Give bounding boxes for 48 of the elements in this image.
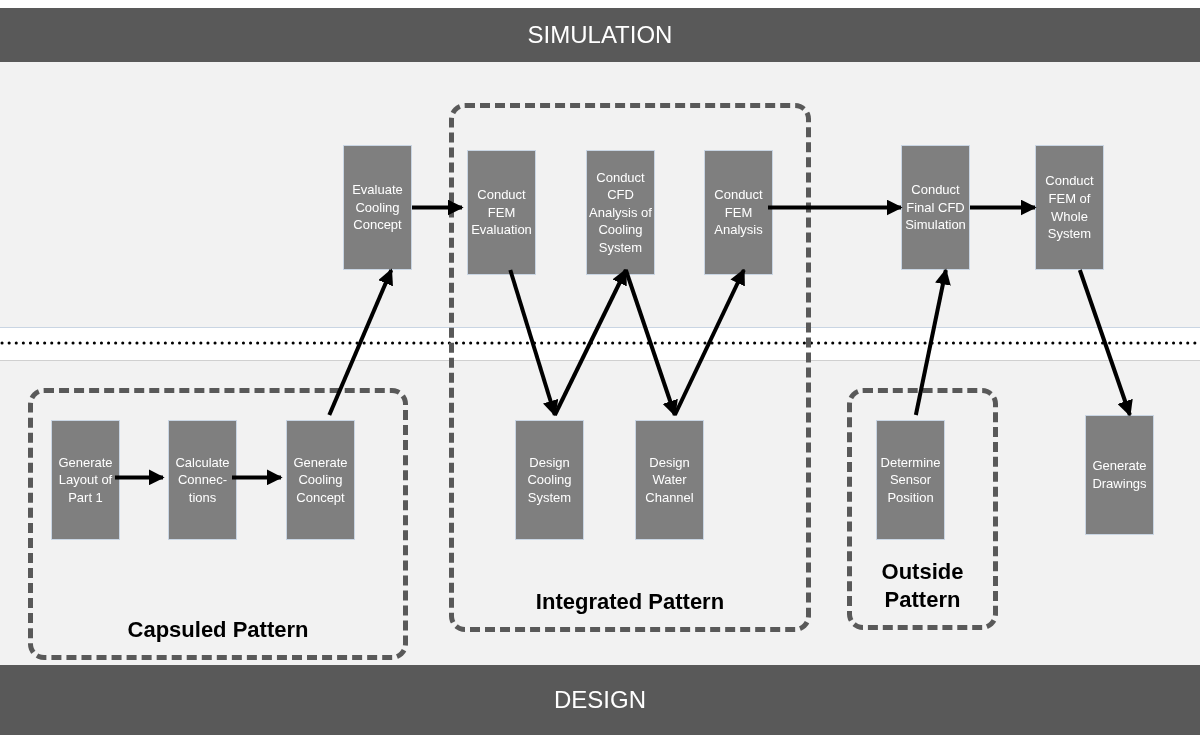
process-box	[635, 420, 704, 540]
arrow	[768, 199, 903, 216]
arrow	[327, 268, 394, 416]
process-box	[1085, 415, 1154, 535]
lane-header	[0, 8, 1200, 62]
box-label: Calculate Connec- tions	[174, 453, 231, 507]
group-label: Capsuled Pattern	[126, 615, 310, 643]
arrow	[232, 469, 283, 486]
lane-header	[0, 665, 1200, 735]
process-box	[343, 145, 412, 270]
arrow	[1077, 269, 1133, 417]
box-label: Design Cooling System	[526, 453, 573, 507]
process-box	[586, 150, 655, 275]
process-box	[467, 150, 536, 275]
arrow	[673, 268, 746, 416]
box-label: Generate Layout of Part 1	[57, 453, 114, 507]
arrow	[412, 199, 464, 216]
box-label: Conduct FEM of Whole System	[1044, 172, 1095, 243]
group-label: Outside Pattern	[880, 558, 965, 613]
box-label: Conduct Final CFD Simulation	[904, 181, 967, 234]
arrow	[508, 269, 559, 417]
box-label: Evaluate Cooling Concept	[351, 181, 404, 234]
process-box	[51, 420, 120, 540]
arrow	[913, 268, 951, 416]
arrow	[623, 269, 678, 417]
process-box	[704, 150, 773, 275]
box-label: Conduct FEM Evaluation	[470, 186, 533, 239]
process-box	[286, 420, 355, 540]
group-frame	[28, 388, 408, 660]
process-box	[168, 420, 237, 540]
arrow	[553, 268, 628, 416]
group-label: Integrated Pattern	[534, 587, 726, 615]
process-box	[1035, 145, 1104, 270]
process-box	[876, 420, 945, 540]
process-box	[901, 145, 970, 270]
lane-title: DESIGN	[554, 685, 646, 715]
arrow	[970, 199, 1037, 216]
group-frame	[847, 388, 998, 630]
lane-title: SIMULATION	[527, 20, 673, 50]
box-label: Conduct CFD Analysis of Cooling System	[588, 168, 653, 257]
box-label: Design Water Channel	[644, 453, 695, 507]
process-box	[515, 420, 584, 540]
box-label: Conduct FEM Analysis	[713, 186, 764, 239]
box-label: Determine Sensor Position	[879, 453, 942, 507]
group-frame	[449, 103, 811, 632]
box-label: Generate Cooling Concept	[292, 453, 349, 507]
box-label: Generate Drawings	[1091, 457, 1148, 493]
arrow	[115, 469, 165, 486]
